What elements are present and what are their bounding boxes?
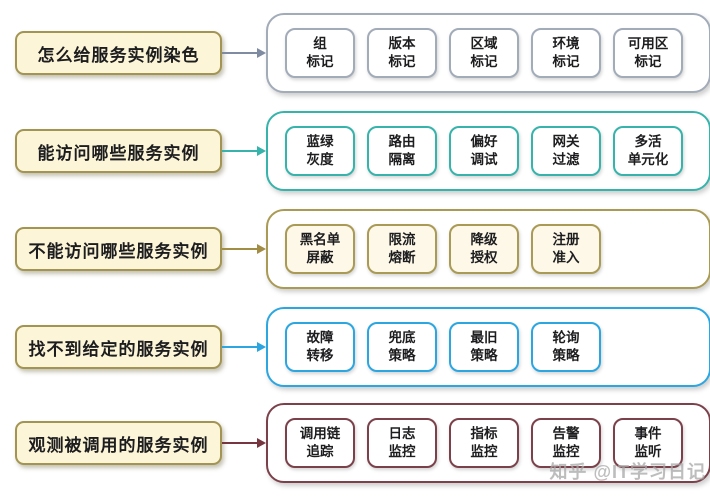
question-label: 能访问哪些服务实例 (15, 129, 222, 173)
method-item: 故障 转移 (285, 322, 355, 372)
arrow-head-icon (257, 342, 266, 352)
arrow-head-icon (257, 146, 266, 156)
arrow-connector-icon (222, 146, 266, 156)
method-item: 日志 监控 (367, 418, 437, 468)
arrow-connector-icon (222, 244, 266, 254)
method-item: 注册 准入 (531, 224, 601, 274)
method-item: 蓝绿 灰度 (285, 126, 355, 176)
question-label: 不能访问哪些服务实例 (15, 227, 222, 271)
method-item: 多活 单元化 (613, 126, 683, 176)
methods-group: 调用链 追踪日志 监控指标 监控告警 监控事件 监听 (266, 403, 710, 483)
method-item: 环境 标记 (531, 28, 601, 78)
method-item: 黑名单 屏蔽 (285, 224, 355, 274)
question-label: 观测被调用的服务实例 (15, 421, 222, 465)
arrow-connector-icon (222, 48, 266, 58)
watermark: 知乎 @IT学习日记 (549, 462, 706, 482)
arrow-head-icon (257, 48, 266, 58)
arrow-shaft (222, 442, 257, 444)
arrow-shaft (222, 248, 257, 250)
flow-row: 能访问哪些服务实例蓝绿 灰度路由 隔离偏好 调试网关 过滤多活 单元化 (15, 111, 710, 191)
method-item: 区域 标记 (449, 28, 519, 78)
method-item: 版本 标记 (367, 28, 437, 78)
method-item: 轮询 策略 (531, 322, 601, 372)
arrow-shaft (222, 150, 257, 152)
method-item: 路由 隔离 (367, 126, 437, 176)
method-item: 降级 授权 (449, 224, 519, 274)
arrow-head-icon (257, 438, 266, 448)
flow-row: 找不到给定的服务实例故障 转移兜底 策略最旧 策略轮询 策略 (15, 307, 710, 387)
arrow-shaft (222, 346, 257, 348)
method-item: 调用链 追踪 (285, 418, 355, 468)
arrow-connector-icon (222, 342, 266, 352)
method-item: 告警 监控 (531, 418, 601, 468)
method-item: 事件 监听 (613, 418, 683, 468)
arrow-connector-icon (222, 438, 266, 448)
method-item: 偏好 调试 (449, 126, 519, 176)
flow-row: 怎么给服务实例染色组 标记版本 标记区域 标记环境 标记可用区 标记 (15, 13, 710, 93)
flow-row: 不能访问哪些服务实例黑名单 屏蔽限流 熔断降级 授权注册 准入 (15, 209, 710, 289)
methods-group: 故障 转移兜底 策略最旧 策略轮询 策略 (266, 307, 710, 387)
method-item: 兜底 策略 (367, 322, 437, 372)
arrow-shaft (222, 52, 257, 54)
method-item: 指标 监控 (449, 418, 519, 468)
methods-group: 蓝绿 灰度路由 隔离偏好 调试网关 过滤多活 单元化 (266, 111, 710, 191)
question-label: 找不到给定的服务实例 (15, 325, 222, 369)
method-item: 组 标记 (285, 28, 355, 78)
method-item: 最旧 策略 (449, 322, 519, 372)
methods-group: 组 标记版本 标记区域 标记环境 标记可用区 标记 (266, 13, 710, 93)
method-item: 网关 过滤 (531, 126, 601, 176)
method-item: 可用区 标记 (613, 28, 683, 78)
method-item: 限流 熔断 (367, 224, 437, 274)
arrow-head-icon (257, 244, 266, 254)
methods-group: 黑名单 屏蔽限流 熔断降级 授权注册 准入 (266, 209, 710, 289)
flow-row: 观测被调用的服务实例调用链 追踪日志 监控指标 监控告警 监控事件 监听 (15, 403, 710, 483)
question-label: 怎么给服务实例染色 (15, 31, 222, 75)
